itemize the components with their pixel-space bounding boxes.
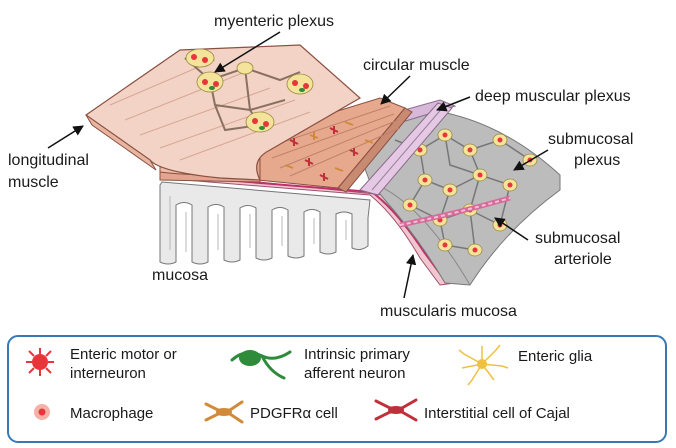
- label-submucosal-plexus-1: submucosal: [548, 131, 633, 148]
- label-deep-muscular-plexus: deep muscular plexus: [475, 88, 631, 105]
- legend-label-pdgfra-cell: PDGFRα cell: [250, 405, 338, 422]
- legend-label-macrophage: Macrophage: [70, 405, 153, 422]
- label-mucosa: mucosa: [152, 267, 208, 284]
- label-circular-muscle: circular muscle: [363, 57, 470, 74]
- legend-label-enteric-neuron-2: interneuron: [70, 365, 146, 382]
- label-muscularis-mucosa: muscularis mucosa: [380, 303, 517, 320]
- label-submucosal-arteriole-1: submucosal: [535, 230, 620, 247]
- label-longitudinal-muscle-2: muscle: [8, 174, 59, 191]
- label-submucosal-plexus-2: plexus: [574, 152, 620, 169]
- legend-label-icc: Interstitial cell of Cajal: [424, 405, 570, 422]
- label-longitudinal-muscle-1: longitudinal: [8, 152, 89, 169]
- enteric-neuron-icon: [26, 348, 54, 376]
- legend-label-afferent-neuron-1: Intrinsic primary: [304, 346, 410, 363]
- legend-label-enteric-neuron-1: Enteric motor or: [70, 346, 177, 363]
- label-submucosal-arteriole-2: arteriole: [554, 251, 612, 268]
- legend-label-afferent-neuron-2: afferent neuron: [304, 365, 405, 382]
- legend-label-enteric-glia: Enteric glia: [518, 348, 593, 365]
- mucosa-layer: [160, 182, 370, 264]
- macrophage-icon: [34, 404, 50, 420]
- label-myenteric-plexus: myenteric plexus: [214, 13, 334, 30]
- legend: Enteric motor or interneuron Intrinsic p…: [8, 336, 666, 442]
